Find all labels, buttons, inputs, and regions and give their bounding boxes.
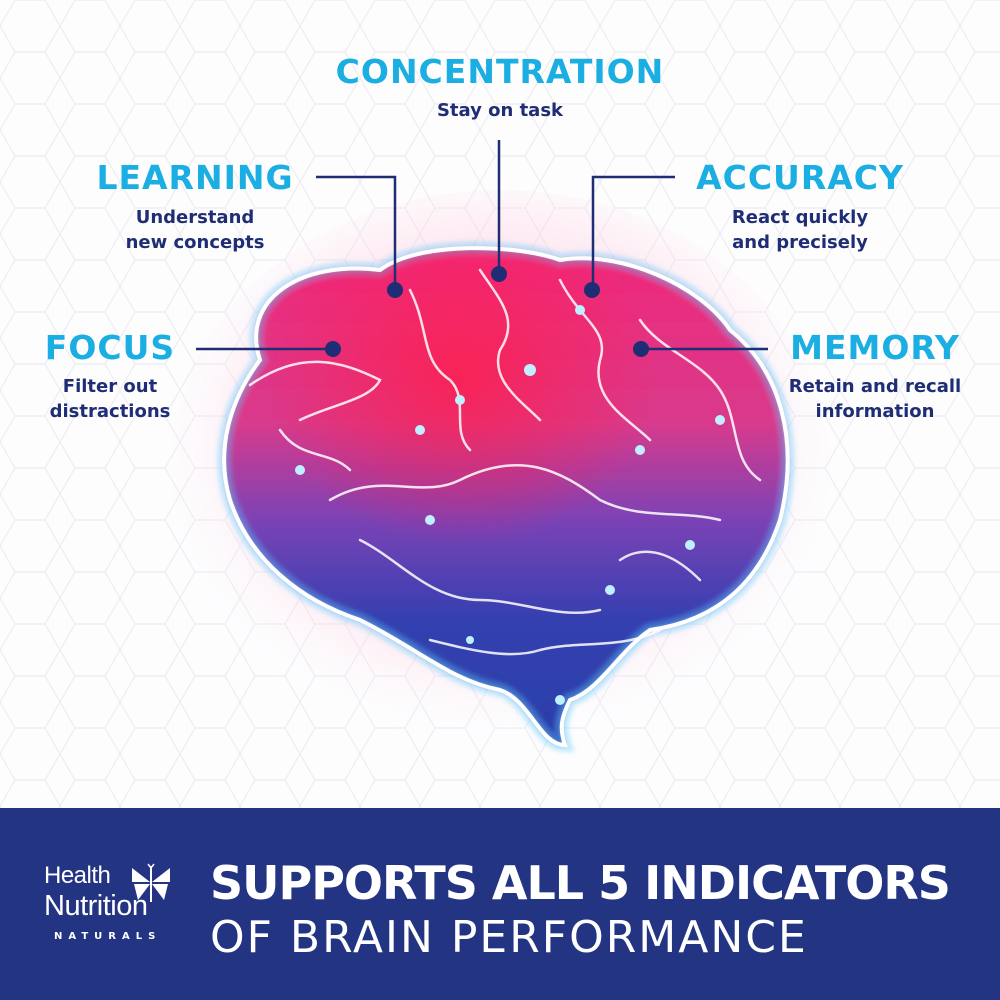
focus-description-line1: Filter out	[62, 376, 158, 397]
bottom-banner	[0, 808, 1000, 1000]
brand-logo: Health Nutrition NATURALS	[44, 862, 194, 962]
focus-description-line2: distractions	[49, 401, 171, 422]
logo-text-health: Health	[44, 862, 111, 889]
banner-subline: OF BRAIN PERFORMANCE	[210, 912, 808, 963]
learning-description-line2: new concepts	[125, 232, 265, 253]
accuracy-heading: ACCURACY	[696, 158, 904, 197]
learning-marker-dot	[387, 282, 403, 298]
focus-heading: FOCUS	[44, 328, 176, 367]
logo-text-nutrition: Nutrition	[44, 890, 148, 922]
concentration-description: Stay on task	[436, 100, 564, 121]
concentration-heading: CONCENTRATION	[335, 52, 665, 91]
logo-text-naturals: NATURALS	[54, 931, 162, 942]
brain-illustration	[170, 190, 830, 753]
memory-description-line1: Retain and recall	[788, 376, 962, 397]
butterfly-leaf-icon	[132, 863, 170, 902]
memory-marker-dot	[633, 341, 649, 357]
memory-description-line2: information	[815, 401, 935, 422]
learning-heading: LEARNING	[96, 158, 294, 197]
connector-lines	[196, 140, 768, 357]
infographic-canvas: CONCENTRATION Stay on task LEARNING Unde…	[0, 0, 1000, 808]
memory-heading: MEMORY	[790, 328, 960, 367]
accuracy-description-line2: and precisely	[732, 232, 868, 253]
learning-description-line1: Understand	[135, 207, 255, 228]
concentration-marker-dot	[491, 266, 507, 282]
banner-headline: SUPPORTS ALL 5 INDICATORS	[210, 856, 951, 910]
accuracy-marker-dot	[584, 282, 600, 298]
accuracy-description-line1: React quickly	[731, 207, 869, 228]
focus-marker-dot	[325, 341, 341, 357]
